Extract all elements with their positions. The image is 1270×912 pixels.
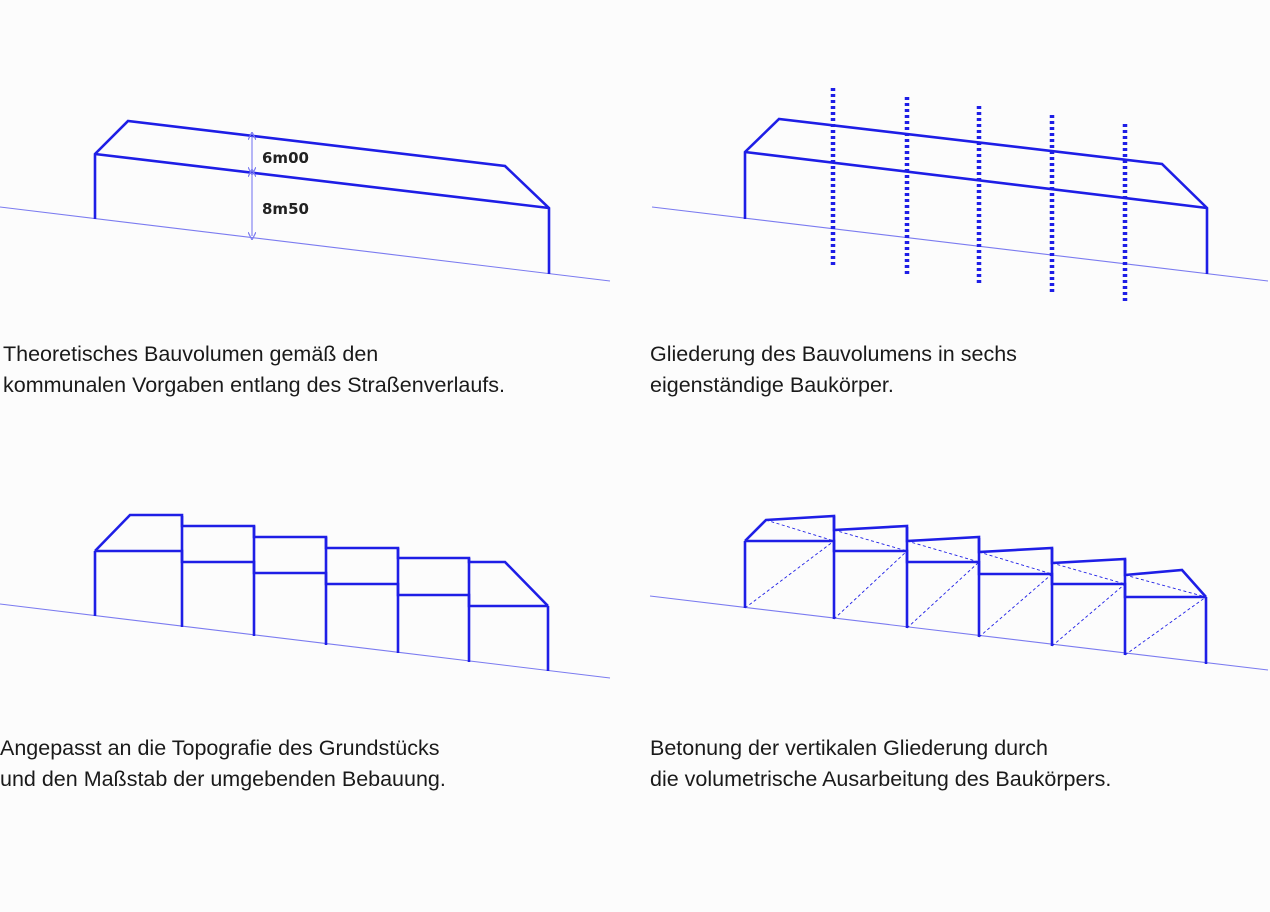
ground-line bbox=[0, 603, 611, 679]
diagonal-dashed bbox=[744, 540, 835, 609]
roof-dashed bbox=[833, 529, 908, 552]
diagonal-dashed bbox=[1124, 596, 1207, 656]
ground-line bbox=[649, 595, 1269, 671]
eave-steps bbox=[745, 539, 1206, 599]
eave-line bbox=[94, 152, 550, 210]
caption-topography: Angepasst an die Topografie des Grundstü… bbox=[0, 733, 446, 795]
caption-line: Theoretisches Bauvolumen gemäß den bbox=[3, 342, 379, 366]
caption-line: kommunalen Vorgaben entlang des Straßenv… bbox=[3, 373, 505, 397]
ground-line bbox=[651, 206, 1269, 282]
ground-line bbox=[0, 206, 611, 282]
panel-topography bbox=[0, 513, 611, 679]
caption-line: Angepasst an die Topografie des Grundstü… bbox=[0, 736, 440, 760]
roof-dashed bbox=[978, 551, 1053, 575]
caption-line: und den Maßstab der umgebenden Bebauung. bbox=[0, 767, 446, 791]
diagonal-dashed bbox=[978, 573, 1053, 638]
panel-volume: 6m00 8m50 bbox=[0, 119, 611, 282]
dimension-label-roof: 6m00 bbox=[262, 149, 309, 167]
roofline bbox=[94, 513, 549, 607]
dimension-label-wall: 8m50 bbox=[262, 200, 309, 218]
caption-line: eigenständige Baukörper. bbox=[650, 373, 894, 397]
caption-volume: Theoretisches Bauvolumen gemäß den kommu… bbox=[3, 339, 505, 401]
panel-vertical bbox=[649, 514, 1269, 671]
caption-line: die volumetrische Ausarbeitung des Baukö… bbox=[650, 767, 1112, 791]
roof-dashed bbox=[765, 519, 835, 542]
roof-dashed bbox=[1051, 562, 1126, 585]
caption-division: Gliederung des Bauvolumens in sechs eige… bbox=[650, 339, 1017, 401]
panel-division bbox=[651, 88, 1269, 301]
roof-dashed bbox=[906, 540, 980, 563]
caption-line: Betonung der vertikalen Gliederung durch bbox=[650, 736, 1049, 760]
roof-dashed bbox=[1124, 574, 1207, 598]
roofline bbox=[744, 514, 1207, 598]
caption-vertical: Betonung der vertikalen Gliederung durch… bbox=[650, 733, 1111, 795]
eave-steps bbox=[95, 549, 548, 608]
building-outline bbox=[743, 117, 1209, 274]
building-outline bbox=[93, 119, 551, 274]
caption-line: Gliederung des Bauvolumens in sechs bbox=[650, 342, 1017, 366]
diagonal-dashed bbox=[1051, 583, 1126, 647]
diagonal-dashed bbox=[833, 550, 908, 620]
diagonal-dashed bbox=[906, 561, 980, 629]
eave-line bbox=[744, 150, 1208, 210]
